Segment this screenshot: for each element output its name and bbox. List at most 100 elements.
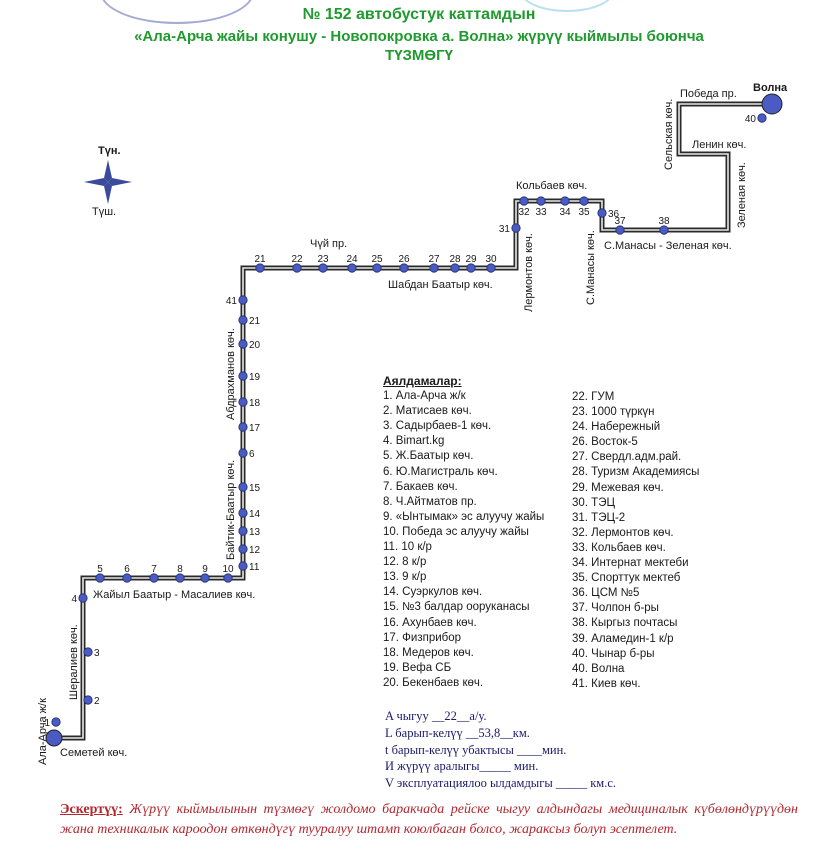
warning-note: Эскертүү: Жүрүү кыймылынын түзмөгү жолдо…	[60, 800, 798, 840]
stop-marker	[560, 196, 570, 206]
stop-marker	[659, 225, 669, 235]
legend-item: 32. Лермонтов көч.	[572, 526, 674, 539]
stop-number: 1	[44, 718, 50, 729]
stop-marker	[757, 113, 767, 123]
legend-item: 14. Суэркулов көч.	[383, 586, 483, 599]
stop-marker	[238, 315, 248, 325]
stop-marker	[238, 422, 248, 432]
stat-speed: V эксплуатациялоо ылдамдыгы _____ км.с.	[385, 776, 617, 791]
stop-number: 25	[371, 254, 383, 265]
stop-number: 27	[428, 254, 440, 265]
legend-heading: Аялдамалар:	[383, 374, 462, 388]
stop-marker	[372, 263, 382, 273]
stop-number: 22	[291, 254, 303, 265]
terminal-volna: Волна	[753, 82, 788, 94]
legend-item: 37. Чолпон б-ры	[572, 602, 659, 615]
stop-number: 11	[249, 562, 260, 573]
stop-marker	[122, 573, 132, 583]
stop-number: 8	[177, 564, 183, 575]
stop-marker	[536, 196, 546, 206]
stop-marker	[238, 544, 248, 554]
stop-number: 4	[71, 594, 77, 605]
stop-marker	[83, 647, 93, 657]
stop-number: 41	[226, 296, 238, 307]
stop-number: 38	[658, 216, 670, 227]
stop-marker	[238, 448, 248, 458]
stop-number: 40	[745, 114, 757, 125]
street-zelenaya: Зеленая көч.	[736, 162, 748, 228]
legend-item: 27. Свердл.адм.рай.	[572, 451, 682, 464]
legend-item: 30. ТЭЦ	[572, 496, 615, 509]
stop-number: 21	[249, 316, 261, 327]
stop-number: 24	[346, 254, 358, 265]
stop-marker	[175, 573, 185, 583]
stop-marker	[95, 573, 105, 583]
legend-item: 35. Спорттук мектеб	[572, 572, 681, 585]
stop-marker	[238, 561, 248, 571]
stop-number: 14	[249, 509, 261, 520]
street-pobeda: Победа пр.	[680, 88, 737, 100]
street-sheraliev: Шералиев көч.	[68, 624, 80, 700]
route-stats: A чыгуу __22__а/у. L барып-келүү __53,8_…	[385, 708, 616, 792]
legend-item: 39. Аламедин-1 к/р	[572, 632, 674, 645]
legend-item: 11. 10 к/р	[383, 541, 432, 554]
stop-number: 33	[535, 207, 547, 218]
street-lenin: Ленин көч.	[692, 139, 746, 151]
stop-number: 18	[249, 398, 261, 409]
legend-item: 26. Восток-5	[572, 436, 638, 449]
legend-item: 38. Кыргыз почтасы	[572, 617, 678, 630]
stop-number: 32	[518, 207, 530, 218]
street-lermontov: Лермонтов көч.	[523, 233, 535, 312]
legend-item: 17. Физприбор	[383, 631, 462, 644]
street-manas-zelenaya: С.Манасы - Зеленая көч.	[604, 240, 732, 252]
street-abdrakhmanov: Абдрахманов көч.	[225, 328, 237, 420]
stop-number: 28	[449, 254, 461, 265]
stop-marker	[429, 263, 439, 273]
street-shabdan: Шабдан Баатыр көч.	[388, 279, 493, 291]
legend-item: 10. Победа эс алуучу жайы	[383, 525, 529, 538]
legend-item: 4. Bimart.kg	[383, 435, 445, 448]
legend-item: 18. Медеров көч.	[383, 646, 474, 659]
stop-number: 37	[614, 216, 626, 227]
stop-marker	[318, 263, 328, 273]
title-line-1: № 152 автобустук каттамдын	[302, 6, 536, 23]
stop-marker	[83, 695, 93, 705]
stop-number: 23	[317, 254, 329, 265]
stop-number: 7	[151, 564, 157, 575]
stat-departures: A чыгуу __22__а/у.	[385, 709, 487, 723]
stop-marker	[223, 573, 233, 583]
stop-marker	[51, 717, 61, 727]
compass-rose-icon	[84, 160, 132, 204]
legend-item: 40. Чынар б-ры	[572, 647, 655, 660]
legend-item: 22. ГУМ	[572, 391, 615, 403]
street-chui: Чүй пр.	[310, 238, 347, 250]
legend-item: 3. Садырбаев-1 көч.	[383, 420, 492, 433]
stop-marker	[238, 526, 248, 536]
legend-item: 9. «Ынтымак» эс алуучу жайы	[383, 510, 545, 523]
legend-item: 19. Вефа СБ	[383, 661, 452, 674]
stop-marker	[200, 573, 210, 583]
legend-item: 24. Набережный	[572, 421, 661, 434]
title-line-2: «Ала-Арча жайы конушу - Новопокровка а. …	[134, 28, 704, 45]
compass-south-label: Түш.	[92, 206, 116, 218]
stat-roundtrip-time: t барып-келүү убактысы ____мин.	[385, 742, 567, 757]
legend-item: 31. ТЭЦ-2	[572, 511, 626, 524]
legend-item: 40. Волна	[572, 662, 625, 675]
stop-marker	[238, 482, 248, 492]
street-semetei: Семетей көч.	[60, 747, 127, 759]
stop-number: 35	[578, 207, 590, 218]
route-line	[56, 101, 772, 741]
street-jaiyl: Жайыл Баатыр - Масалиев көч.	[93, 589, 255, 601]
stop-number: 31	[499, 224, 511, 235]
stop-number: 9	[202, 564, 208, 575]
legend-item: 13. 9 к/р	[383, 571, 427, 584]
stop-marker	[238, 295, 248, 305]
legend-item: 36. ЦСМ №5	[572, 587, 640, 600]
legend-item: 29. Межевая көч.	[572, 481, 664, 494]
legend-item: 7. Бакаев көч.	[383, 480, 458, 493]
start-terminal-marker	[45, 729, 63, 747]
stop-number: 19	[249, 372, 261, 383]
